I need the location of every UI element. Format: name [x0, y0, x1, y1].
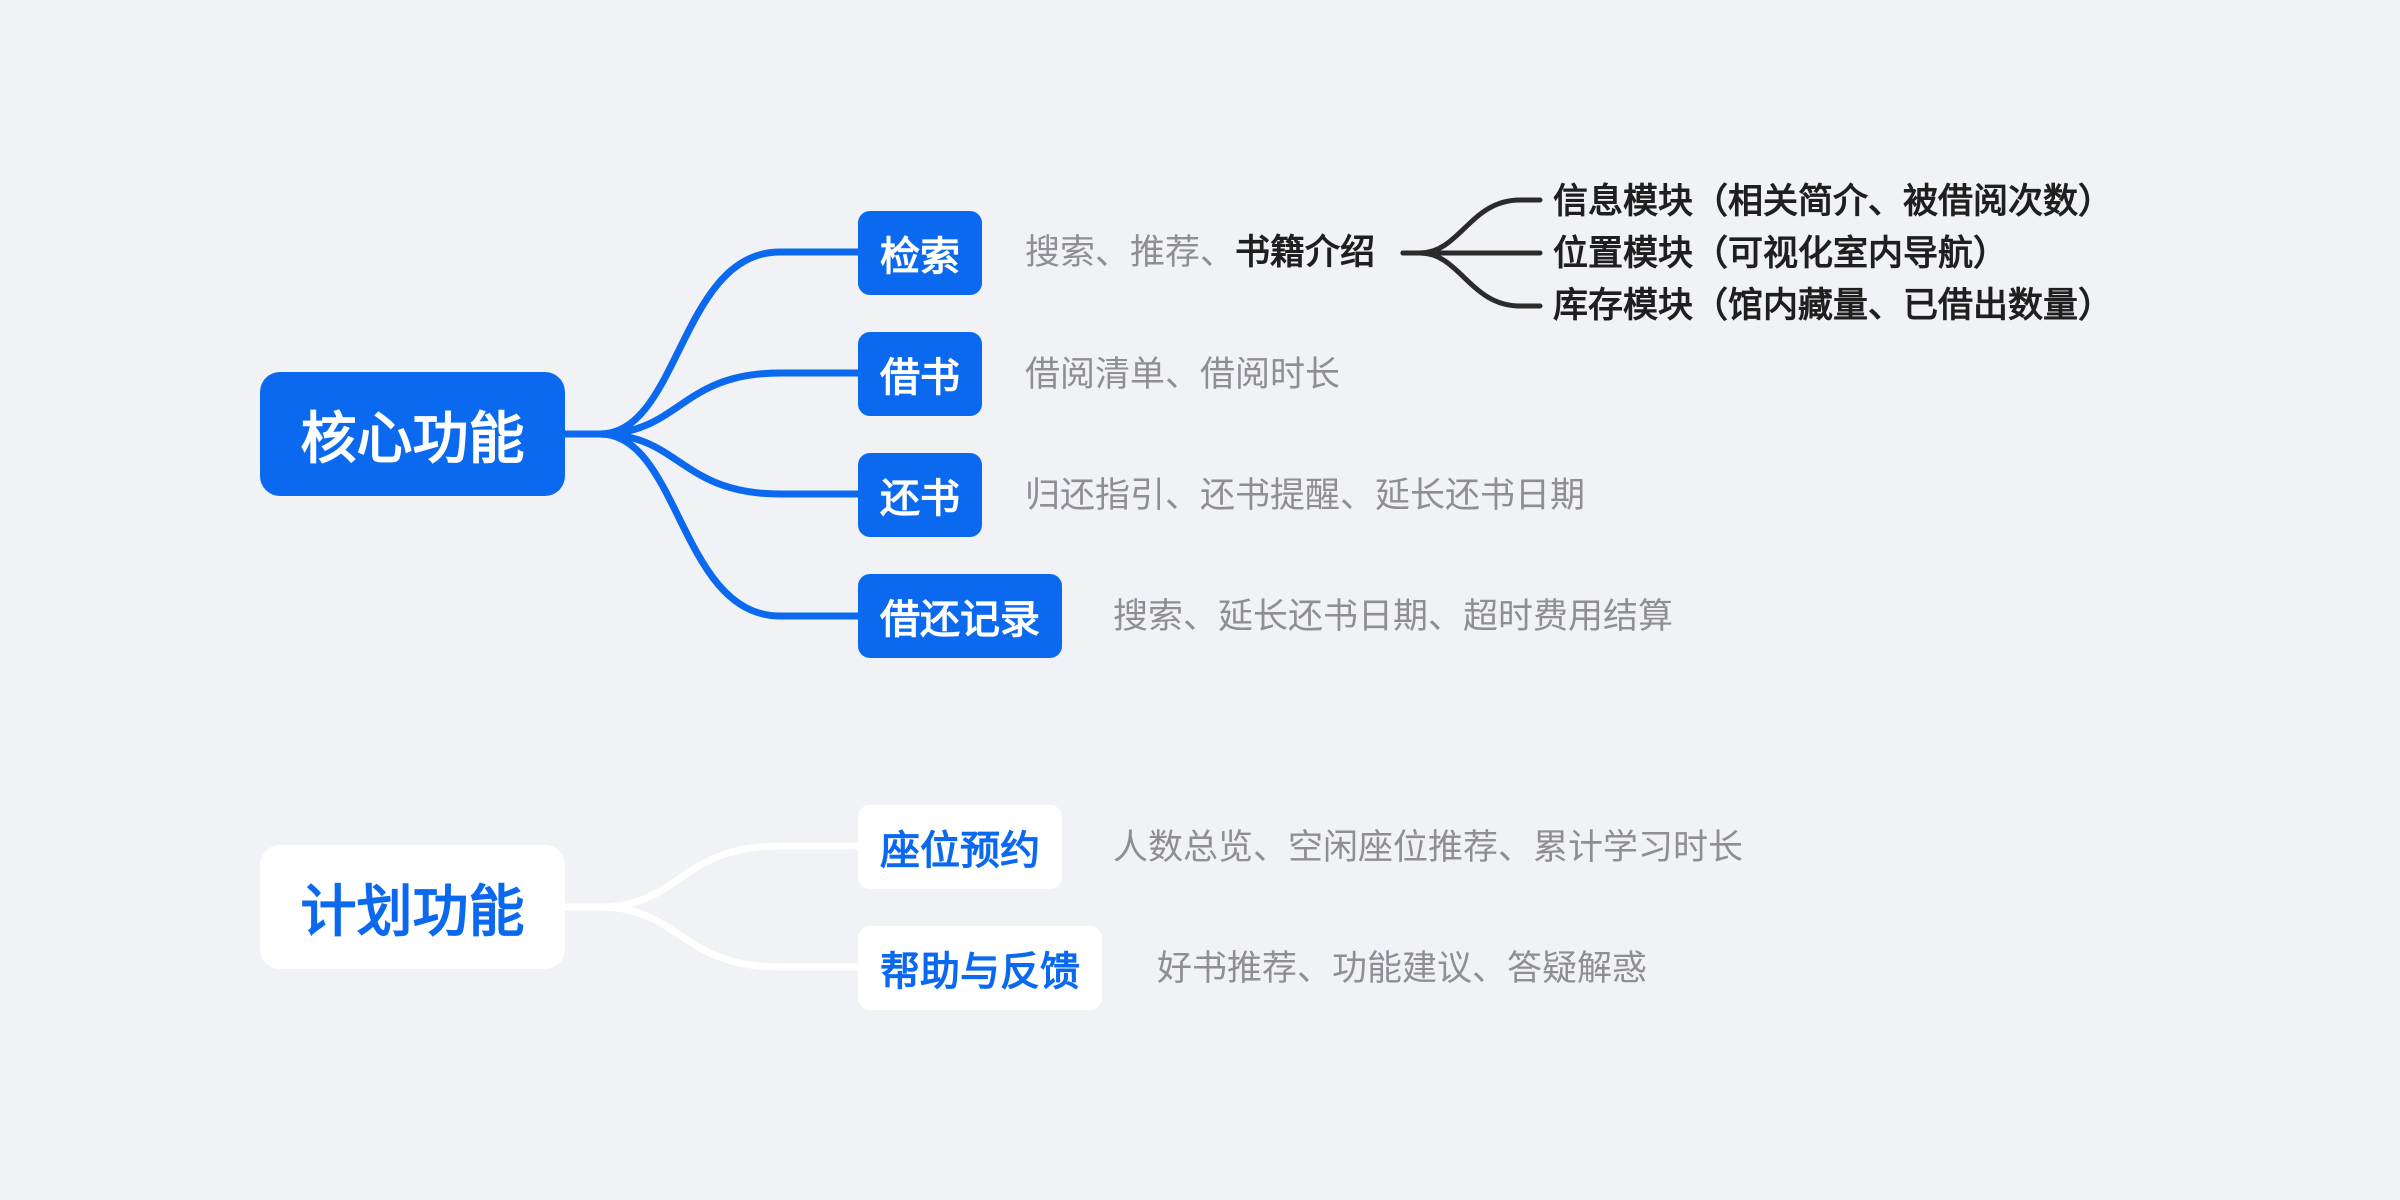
- branch-return[interactable]: 还书: [858, 453, 982, 537]
- branch-help-feedback[interactable]: 帮助与反馈: [858, 926, 1102, 1010]
- sub-connectors: [1400, 197, 1543, 309]
- plan-connectors: [561, 842, 862, 971]
- connector-core-records: [561, 430, 862, 620]
- desc-return: 归还指引、还书提醒、延长还书日期: [1025, 476, 1586, 516]
- core-connectors: [561, 248, 862, 620]
- desc-records: 搜索、延长还书日期、超时费用结算: [1113, 597, 1674, 637]
- connector-core-borrow: [561, 369, 862, 438]
- connector-core-return: [561, 430, 862, 498]
- sub-info-module[interactable]: 信息模块（相关简介、被借阅次数）: [1553, 182, 2114, 222]
- desc-search-book-intro[interactable]: 书籍介绍: [1235, 233, 1376, 273]
- root-planned-functions[interactable]: 计划功能: [260, 845, 565, 969]
- desc-seat-reservation: 人数总览、空闲座位推荐、累计学习时长: [1113, 828, 1744, 868]
- connector-core-search: [561, 248, 862, 438]
- branch-search[interactable]: 检索: [858, 211, 982, 295]
- connector-plan-help: [561, 903, 862, 971]
- desc-search-plain: 搜索、推荐、: [1025, 233, 1236, 273]
- desc-search: 搜索、推荐、书籍介绍: [1025, 228, 1375, 278]
- sub-stock-module[interactable]: 库存模块（馆内藏量、已借出数量）: [1553, 286, 2114, 326]
- desc-help-feedback: 好书推荐、功能建议、答疑解惑: [1157, 949, 1648, 989]
- branch-seat-reservation[interactable]: 座位预约: [858, 805, 1062, 889]
- desc-borrow: 借阅清单、借阅时长: [1025, 355, 1341, 395]
- connector-plan-seat: [561, 842, 862, 911]
- connector-sub-info: [1400, 197, 1543, 256]
- branch-borrow[interactable]: 借书: [858, 332, 982, 416]
- branch-records[interactable]: 借还记录: [858, 574, 1062, 658]
- root-core-functions[interactable]: 核心功能: [260, 372, 565, 496]
- connector-sub-stock: [1400, 250, 1543, 309]
- sub-location-module[interactable]: 位置模块（可视化室内导航）: [1553, 234, 2009, 274]
